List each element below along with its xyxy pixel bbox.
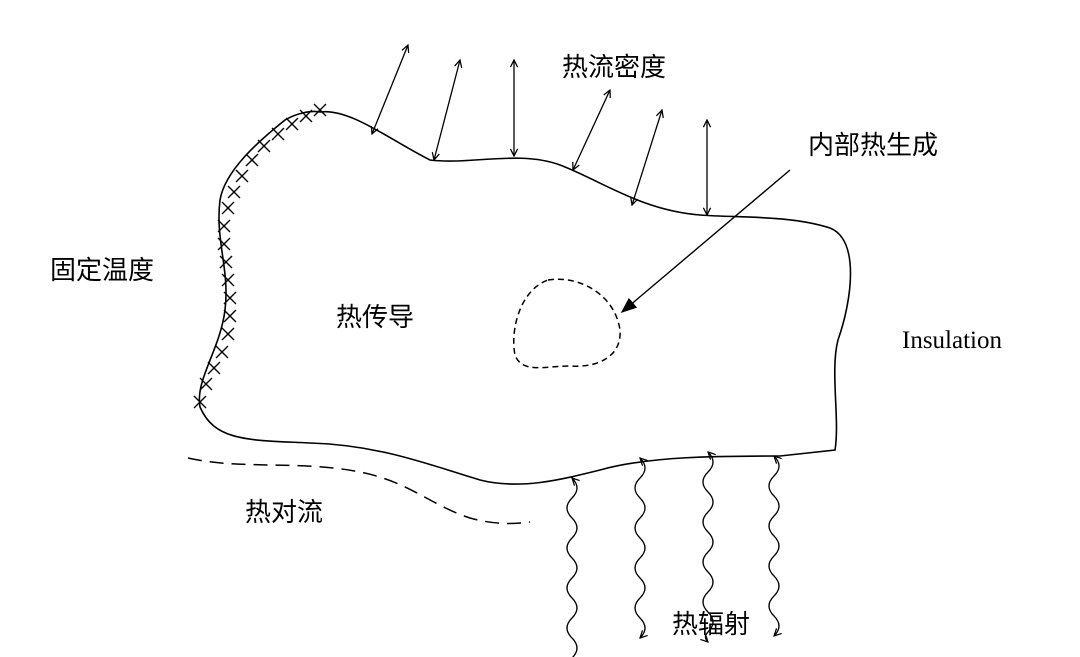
heat-flux-arrows xyxy=(372,45,707,215)
internal-source-region xyxy=(513,278,621,369)
body-outline xyxy=(198,110,852,485)
heat-radiation-arrows xyxy=(567,452,779,657)
internal-heat-generation-label: 内部热生成 xyxy=(808,131,939,161)
heat-convection-label: 热对流 xyxy=(245,498,324,528)
insulation-label: Insulation xyxy=(902,327,1002,354)
heat-radiation-label: 热辐射 xyxy=(672,610,751,640)
fixed-temperature-label: 固定温度 xyxy=(50,256,155,286)
convection-boundary-line xyxy=(187,457,531,525)
heat-flux-label: 热流密度 xyxy=(562,53,667,83)
heat-conduction-label: 热传导 xyxy=(336,303,415,333)
fixed-temperature-cross-marks xyxy=(193,103,327,409)
internal-generation-arrow xyxy=(620,169,791,314)
